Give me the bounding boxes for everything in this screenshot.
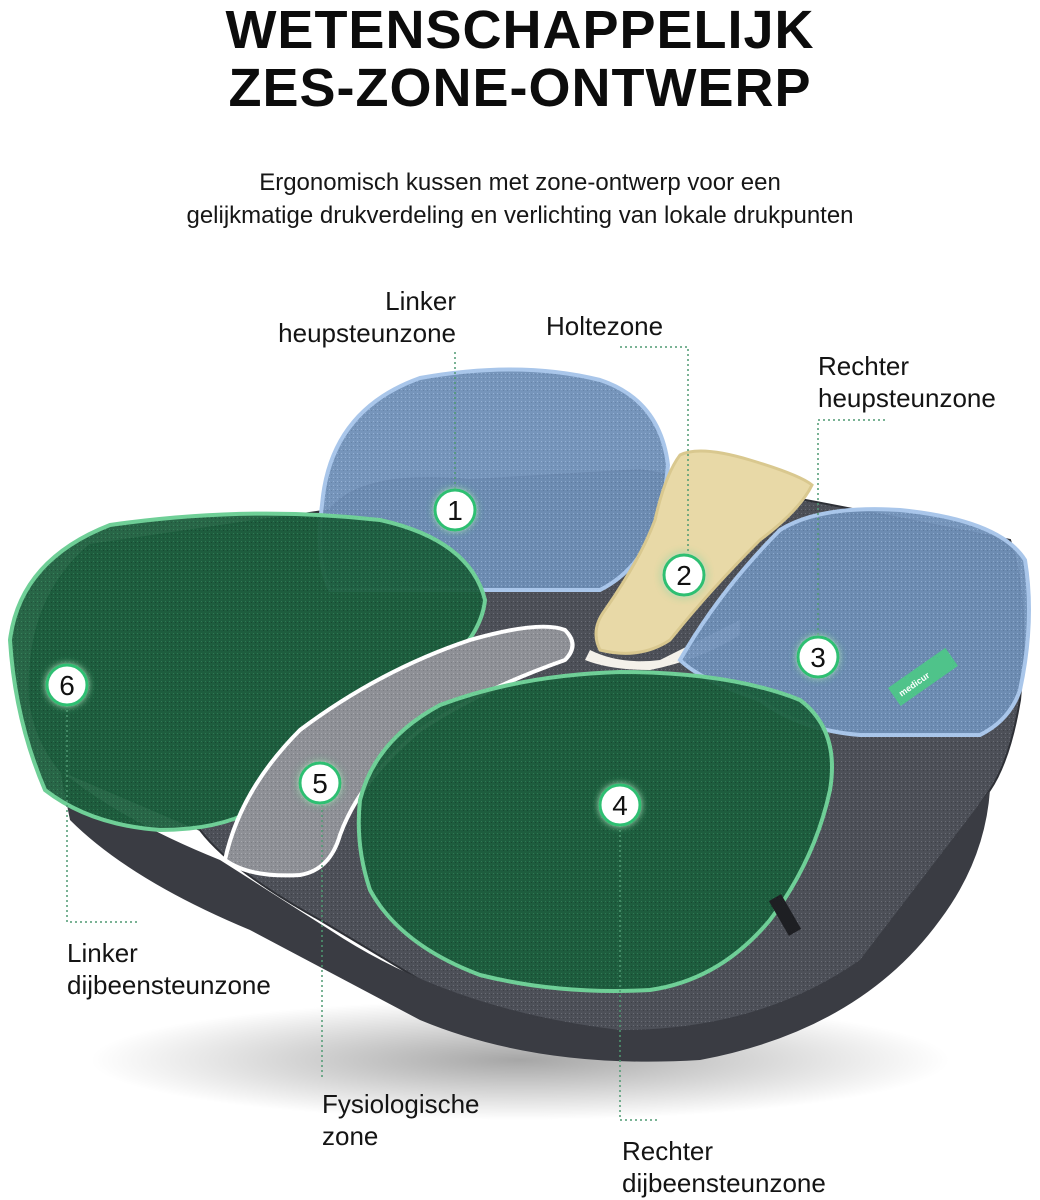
title-line-2: ZES-ZONE-ONTWERP xyxy=(228,58,812,118)
zone-2-shape xyxy=(594,449,814,655)
zipper xyxy=(768,894,802,936)
zone-4-label: Rechter dijbeensteunzone xyxy=(622,1135,826,1199)
zone-3-label-line1: Rechter xyxy=(818,351,910,381)
zone-1-marker xyxy=(433,488,477,532)
zone-1-label: Linker heupsteunzone xyxy=(230,285,456,349)
zone-1-label-line1: Linker xyxy=(385,286,456,316)
zone-2-label-line1: Holtezone xyxy=(546,311,664,341)
zone-1-label-line2: heupsteunzone xyxy=(278,318,456,348)
title-line-1: WETENSCHAPPELIJK xyxy=(225,0,815,60)
zone-4-label-line1: Rechter xyxy=(622,1136,714,1166)
zone-6-marker xyxy=(45,663,89,707)
zone-5-label-line1: Fysiologische xyxy=(322,1089,480,1119)
leader-line-3 xyxy=(817,419,885,640)
zone-5-label-line2: zone xyxy=(322,1121,379,1151)
zone-4-shape xyxy=(356,669,834,993)
zone-4-number: 4 xyxy=(612,790,628,821)
zone-3-number: 3 xyxy=(810,642,826,673)
zone-4-marker xyxy=(598,783,642,827)
leader-lines xyxy=(66,346,885,1121)
zone-5-marker xyxy=(298,761,342,805)
zone-3-label-line2: heupsteunzone xyxy=(818,383,996,413)
leader-line-4 xyxy=(619,820,660,1121)
leader-line-2 xyxy=(620,346,689,555)
cushion-side xyxy=(60,770,990,1062)
subtitle-line-1: Ergonomisch kussen met zone-ontwerp voor… xyxy=(259,169,781,196)
zone-3-label: Rechter heupsteunzone xyxy=(818,350,996,414)
zone-6-label: Linker dijbeensteunzone xyxy=(67,937,271,1001)
zone-3-marker xyxy=(796,635,840,679)
zone-5-number: 5 xyxy=(312,768,328,799)
zone-6-label-line1: Linker xyxy=(67,938,138,968)
zone-2-marker xyxy=(662,553,706,597)
zone-1-number: 1 xyxy=(447,495,463,526)
zone-2-label: Holtezone xyxy=(546,310,663,342)
zone-6-number: 6 xyxy=(59,670,75,701)
subtitle-line-2: gelijkmatige drukverdeling en verlichtin… xyxy=(186,202,854,229)
zone-5-label: Fysiologische zone xyxy=(322,1088,480,1152)
zone-6-label-line2: dijbeensteunzone xyxy=(67,970,271,1000)
zone-2-number: 2 xyxy=(676,560,692,591)
leader-line-6 xyxy=(66,700,140,923)
zone-4-label-line2: dijbeensteunzone xyxy=(622,1168,826,1198)
